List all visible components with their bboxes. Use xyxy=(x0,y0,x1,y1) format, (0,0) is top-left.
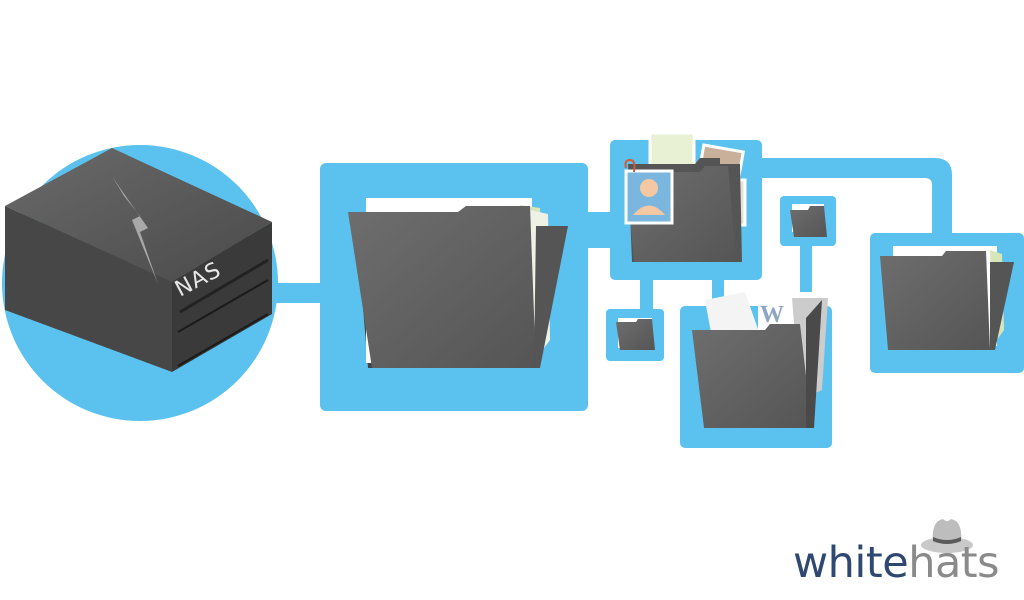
folder-node-main xyxy=(320,163,588,411)
whitehats-logo: whitehats xyxy=(793,538,1000,588)
folder-icon-small-left xyxy=(616,318,655,350)
folder-node-documents: W xyxy=(680,292,832,448)
white-hat-icon xyxy=(919,517,975,560)
word-document-icon: W xyxy=(760,302,784,328)
folder-icon-small-right xyxy=(790,204,827,237)
server-unit-top xyxy=(5,148,272,318)
folder-icon-documents xyxy=(692,300,822,428)
nas-server-icon: NAS xyxy=(5,148,272,372)
logo-text-white: white xyxy=(793,538,909,588)
contact-photo-icon xyxy=(624,158,674,225)
connector-lines xyxy=(270,158,952,313)
logo-text-hats: hats xyxy=(908,538,1000,588)
folder-node-small-right xyxy=(780,196,836,246)
folder-icon-main xyxy=(348,198,568,368)
folder-node-right xyxy=(870,233,1024,373)
folder-node-small-left xyxy=(606,309,664,361)
folder-node-photos xyxy=(610,131,762,280)
folder-icon-right xyxy=(880,246,1014,350)
